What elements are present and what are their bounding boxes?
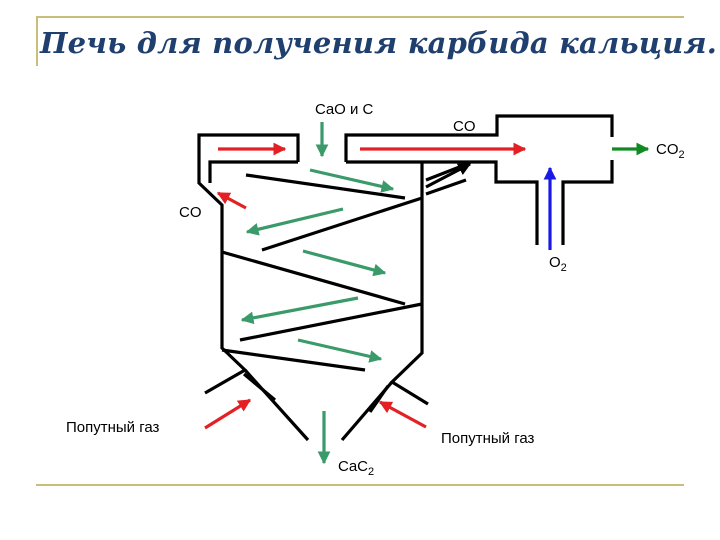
top-divider-line	[36, 16, 684, 18]
right-inner-funnel	[368, 385, 390, 413]
slide-title: Печь для получения карбида кальция.	[40, 26, 718, 60]
arrows	[204, 122, 650, 465]
flow-arrow-5	[297, 338, 383, 363]
baffles	[221, 164, 467, 372]
baffle-4	[239, 302, 423, 342]
exit-pipe-lower	[425, 178, 467, 196]
co-left-exit-arrow	[216, 191, 247, 210]
right-body-wall	[389, 196, 429, 406]
gas-left-label: Попутный газ	[66, 419, 160, 436]
gas-right-label: Попутный газ	[441, 430, 535, 447]
co2-label: CO2	[656, 141, 685, 161]
left-outer-wall	[197, 133, 300, 395]
bottom-left-funnel	[243, 368, 310, 442]
left-inner-wall	[208, 160, 298, 183]
right-outer-wall	[344, 114, 614, 162]
product-label: CaC2	[338, 458, 374, 478]
gas-left-arrow	[204, 398, 252, 430]
furnace-walls	[197, 114, 614, 442]
gas-right-arrow	[378, 400, 427, 429]
baffle-1	[245, 173, 406, 200]
exit-pipe-upper	[425, 164, 463, 182]
co-left-label: CO	[179, 204, 202, 221]
bottom-divider-line	[36, 484, 684, 486]
co-top-label: CO	[453, 118, 476, 135]
flow-arrow-2	[245, 207, 344, 236]
o2-label: O2	[549, 254, 567, 274]
flow-arrow-1	[309, 168, 395, 193]
baffle-3	[221, 250, 406, 306]
top-divider-tick	[36, 16, 38, 66]
flow-arrow-4	[240, 296, 359, 325]
right-chamber-wall	[561, 160, 614, 245]
baffle-2	[261, 196, 423, 252]
baffle-5	[221, 348, 366, 372]
exit-black-arrow	[425, 162, 472, 189]
flow-arrow-3	[302, 249, 387, 277]
left-inner-funnel	[242, 372, 277, 402]
right-inner-wall	[346, 160, 539, 245]
feed-label: CaO и C	[315, 101, 374, 118]
